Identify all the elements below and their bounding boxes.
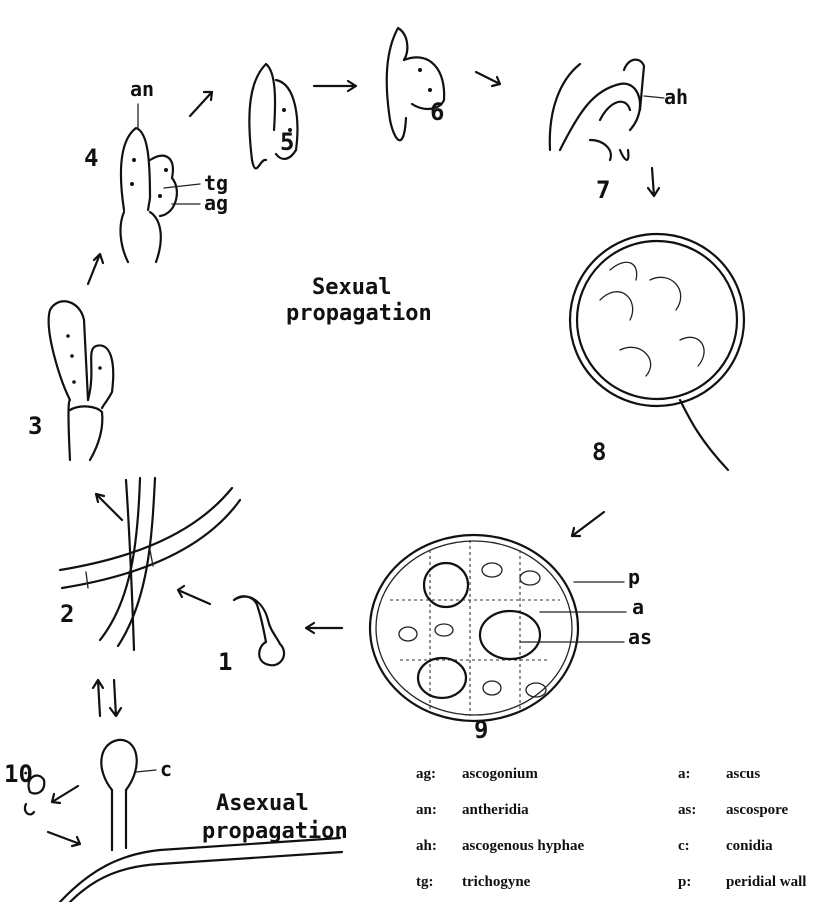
asexual-caption-line1: Asexual xyxy=(216,791,309,816)
label-a: a xyxy=(632,595,644,619)
legend-term: conidia xyxy=(726,838,773,855)
stage-8-perithecium xyxy=(570,234,744,470)
stage-label-3: 3 xyxy=(28,412,42,440)
label-ag: ag xyxy=(204,191,228,215)
stage-label-4: 4 xyxy=(84,144,98,172)
legend-term: ascospore xyxy=(726,802,788,819)
legend-term: peridial wall xyxy=(726,874,806,891)
sexual-caption-line2: propagation xyxy=(286,301,432,326)
label-an: an xyxy=(130,77,154,101)
stage-label-8: 8 xyxy=(592,438,606,466)
stage-label-5: 5 xyxy=(280,128,294,156)
legend-term: ascogenous hyphae xyxy=(462,838,584,855)
stage-9-perithecium-section xyxy=(370,535,578,721)
stage-label-10: 10 xyxy=(4,760,33,788)
stage-1-germinating-spore xyxy=(234,596,284,665)
legend-abbr: c: xyxy=(678,838,690,855)
legend-abbr: p: xyxy=(678,874,691,891)
legend-abbr: tg: xyxy=(416,874,434,891)
leader-line-ah xyxy=(644,96,664,98)
legend-abbr: a: xyxy=(678,766,691,783)
legend-abbr: ag: xyxy=(416,766,436,783)
stage-label-9: 9 xyxy=(474,716,488,744)
stage-label-6: 6 xyxy=(430,98,444,126)
label-c: c xyxy=(160,757,172,781)
leader-line-c xyxy=(136,770,156,772)
leader-lines-stage-9 xyxy=(520,582,626,642)
stage-4-gametangia xyxy=(121,128,177,262)
stage-7-ascogenous-hyphae xyxy=(550,60,644,160)
stage-label-1: 1 xyxy=(218,648,232,676)
sexual-caption-line1: Sexual xyxy=(312,275,391,300)
legend-term: ascogonium xyxy=(462,766,538,783)
label-p: p xyxy=(628,565,640,589)
asexual-caption-line2: propagation xyxy=(202,819,348,844)
stage-label-7: 7 xyxy=(596,176,610,204)
legend-term: ascus xyxy=(726,766,760,783)
stage-3-gametangia xyxy=(49,301,114,460)
legend-abbr: ah: xyxy=(416,838,437,855)
label-ah: ah xyxy=(664,85,688,109)
stage-2-hyphae xyxy=(60,478,240,650)
stage-label-2: 2 xyxy=(60,600,74,628)
cycle-arrows xyxy=(48,72,659,846)
legend-abbr: as: xyxy=(678,802,696,819)
label-as: as xyxy=(628,625,652,649)
legend-term: antheridia xyxy=(462,802,529,819)
legend-term: trichogyne xyxy=(462,874,530,891)
legend-abbr: an: xyxy=(416,802,437,819)
